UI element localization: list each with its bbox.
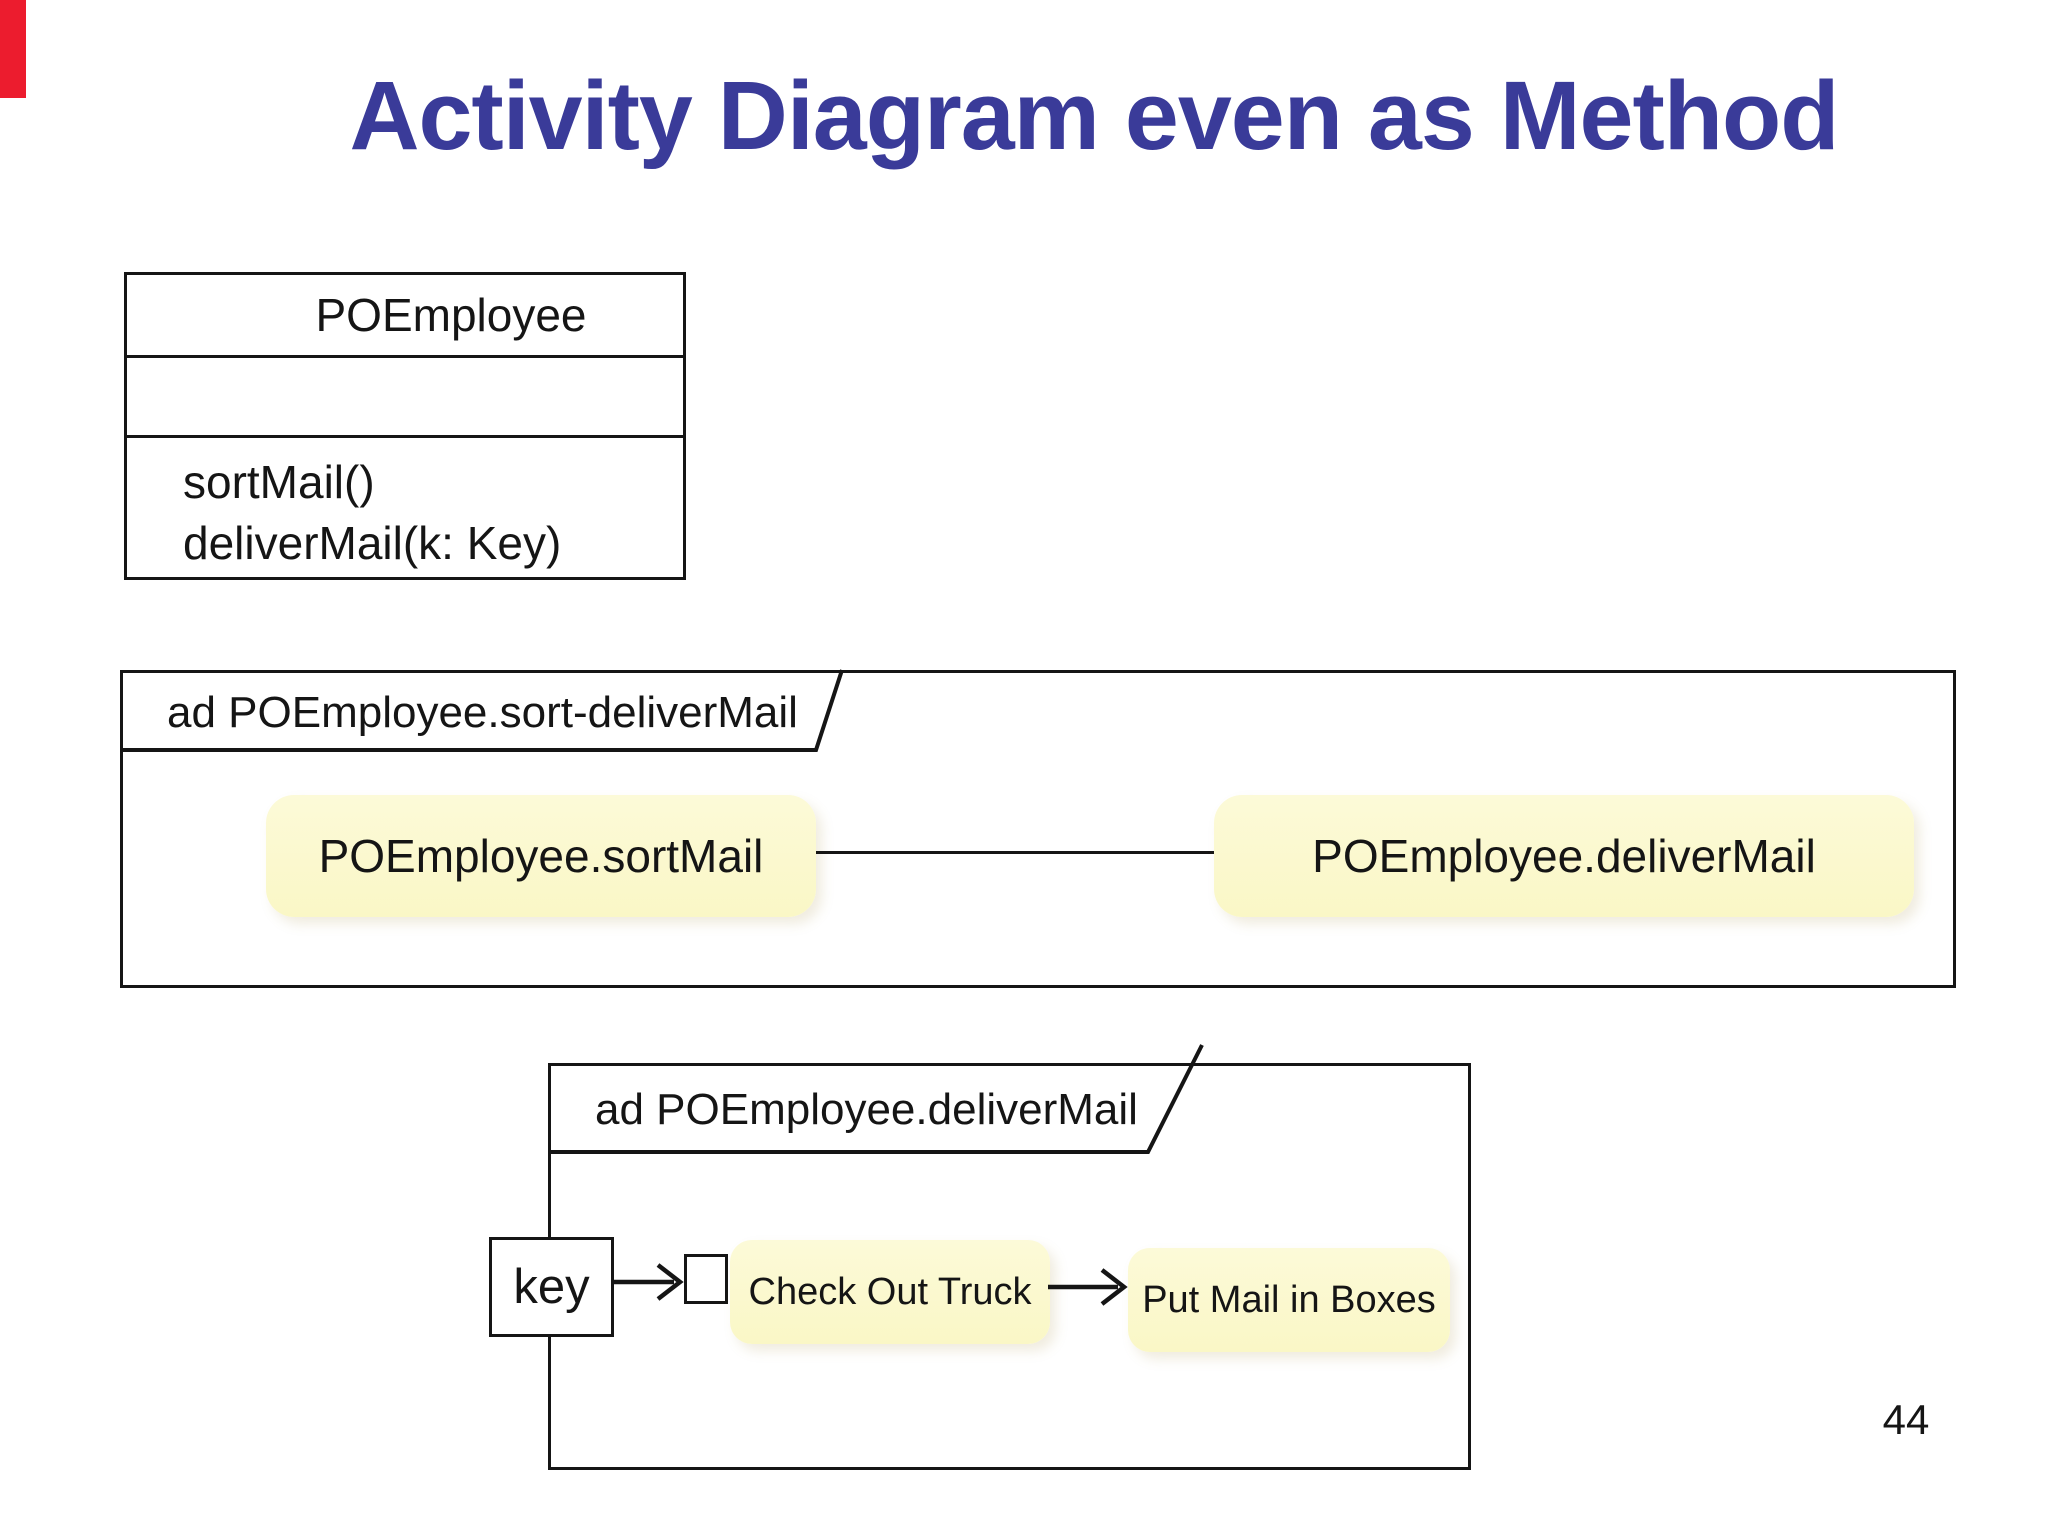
red-accent-bar	[0, 0, 26, 98]
page-number: 44	[1882, 1396, 1930, 1443]
activity-node-label: POEmployee.deliverMail	[1312, 830, 1816, 882]
activity-node-label: Check Out Truck	[748, 1270, 1032, 1313]
connector-line	[816, 851, 1216, 854]
uml-class-box: POEmployee sortMail() deliverMail(k: Key…	[124, 272, 686, 580]
arrow-right-icon	[1048, 1268, 1128, 1306]
class-method: sortMail()	[183, 456, 375, 508]
activity-node-label: POEmployee.sortMail	[318, 830, 764, 882]
uml-frame-sort-delivermail: ad POEmployee.sort-deliverMail	[120, 669, 1956, 988]
uml-frame-delivermail: ad POEmployee.deliverMail	[548, 1044, 1471, 1470]
activity-node-check-out-truck: Check Out Truck	[730, 1240, 1050, 1344]
class-method: deliverMail(k: Key)	[183, 517, 562, 569]
activity-node-put-mail-in-boxes: Put Mail in Boxes	[1128, 1248, 1450, 1352]
activity-node-label: Put Mail in Boxes	[1142, 1278, 1436, 1321]
class-name-compartment: POEmployee	[127, 275, 683, 358]
slide-title: Activity Diagram even as Method	[349, 61, 1839, 170]
frame-label-notch	[123, 669, 844, 752]
frame-label: ad POEmployee.deliverMail	[595, 1085, 1138, 1134]
class-methods-compartment: sortMail() deliverMail(k: Key)	[127, 438, 683, 574]
frame-label-notch	[551, 1044, 1204, 1154]
key-object-box: key	[489, 1237, 614, 1337]
class-attributes-compartment	[127, 358, 683, 438]
class-name: POEmployee	[315, 289, 587, 341]
arrow-right-icon	[612, 1263, 684, 1301]
key-label: key	[513, 1260, 590, 1314]
frame-label: ad POEmployee.sort-deliverMail	[167, 688, 798, 737]
input-pin-square	[684, 1254, 728, 1304]
activity-node-sortmail: POEmployee.sortMail	[266, 795, 816, 917]
activity-node-delivermail: POEmployee.deliverMail	[1214, 795, 1914, 917]
